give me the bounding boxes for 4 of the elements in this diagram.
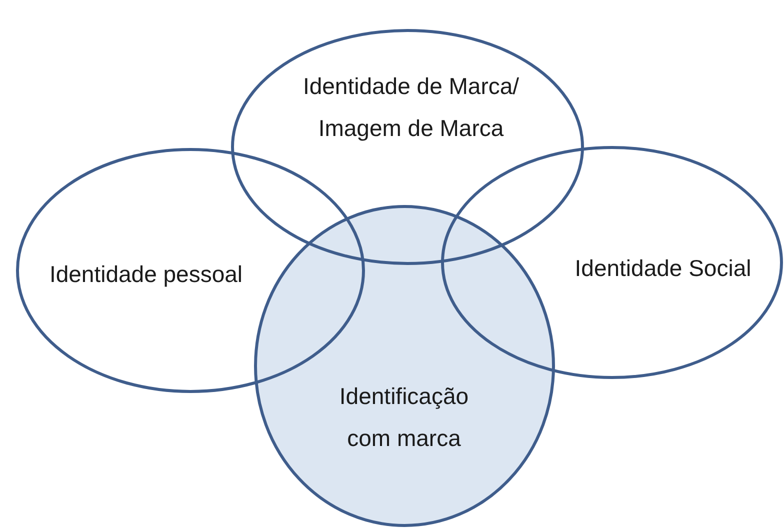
ellipse-label: Identidade pessoal — [48, 260, 244, 289]
ellipse-label: Identidade de Marca/ Imagem de Marca — [302, 72, 520, 143]
ellipse-label: Identidade Social — [574, 254, 752, 283]
ellipse-label: Identificação com marca — [338, 382, 470, 453]
